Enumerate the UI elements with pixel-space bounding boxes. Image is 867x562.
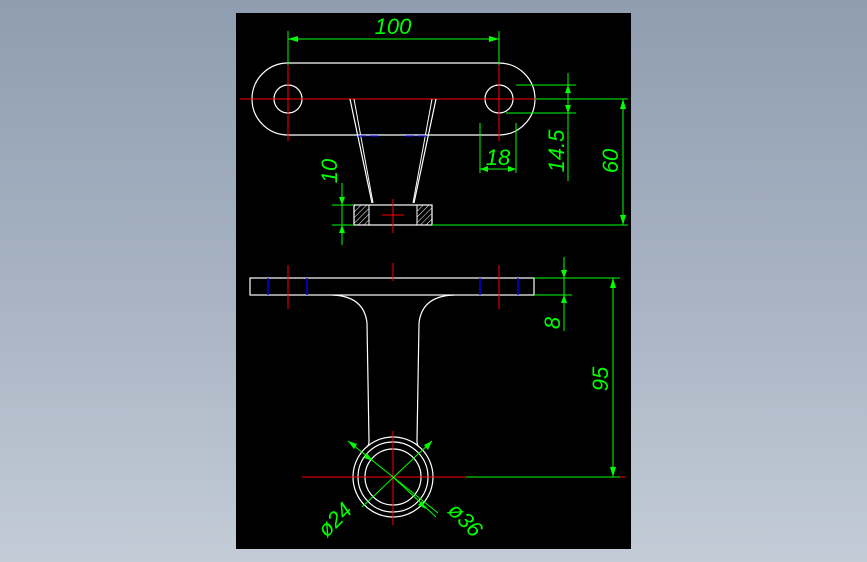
dim-overall-height-front-label: 95 [588, 366, 613, 391]
dim-top-width: 100 [287, 14, 500, 65]
drawing-sheet: 100 18 14.5 60 10 [236, 13, 631, 549]
stem-left [331, 294, 370, 448]
base-hatch-right [416, 204, 433, 226]
dim-inner-diameter-label: ø24 [312, 497, 356, 541]
dim-overall-height-top: 60 [432, 98, 628, 226]
dim-base-height: 10 [317, 158, 354, 245]
front-view [249, 263, 626, 525]
dim-flange-thickness-label: 8 [540, 316, 565, 329]
dim-flange-thickness: 8 [534, 257, 572, 331]
dim-overall-height-top-label: 60 [598, 148, 623, 173]
neck-right-inner [412, 98, 433, 204]
dim-overall-height-front: 95 [466, 277, 620, 478]
dim-outer-diameter-label: ø36 [443, 497, 488, 542]
dim-hole-height-label: 14.5 [544, 129, 569, 173]
top-view [240, 62, 556, 233]
base-hatch-left [353, 204, 370, 226]
dim-base-height-label: 10 [317, 158, 342, 183]
stem-right [416, 294, 455, 448]
dim-hole-spacing-label: 18 [486, 145, 511, 170]
dim-hole-height: 14.5 [506, 73, 576, 181]
dim-hole-spacing: 18 [479, 123, 517, 173]
neck-left-inner [353, 98, 374, 204]
neck-right-outer [413, 98, 437, 204]
flange [249, 277, 535, 296]
neck-left-outer [349, 98, 373, 204]
cad-drawing: 100 18 14.5 60 10 [240, 14, 628, 542]
dim-top-width-label: 100 [375, 14, 412, 39]
